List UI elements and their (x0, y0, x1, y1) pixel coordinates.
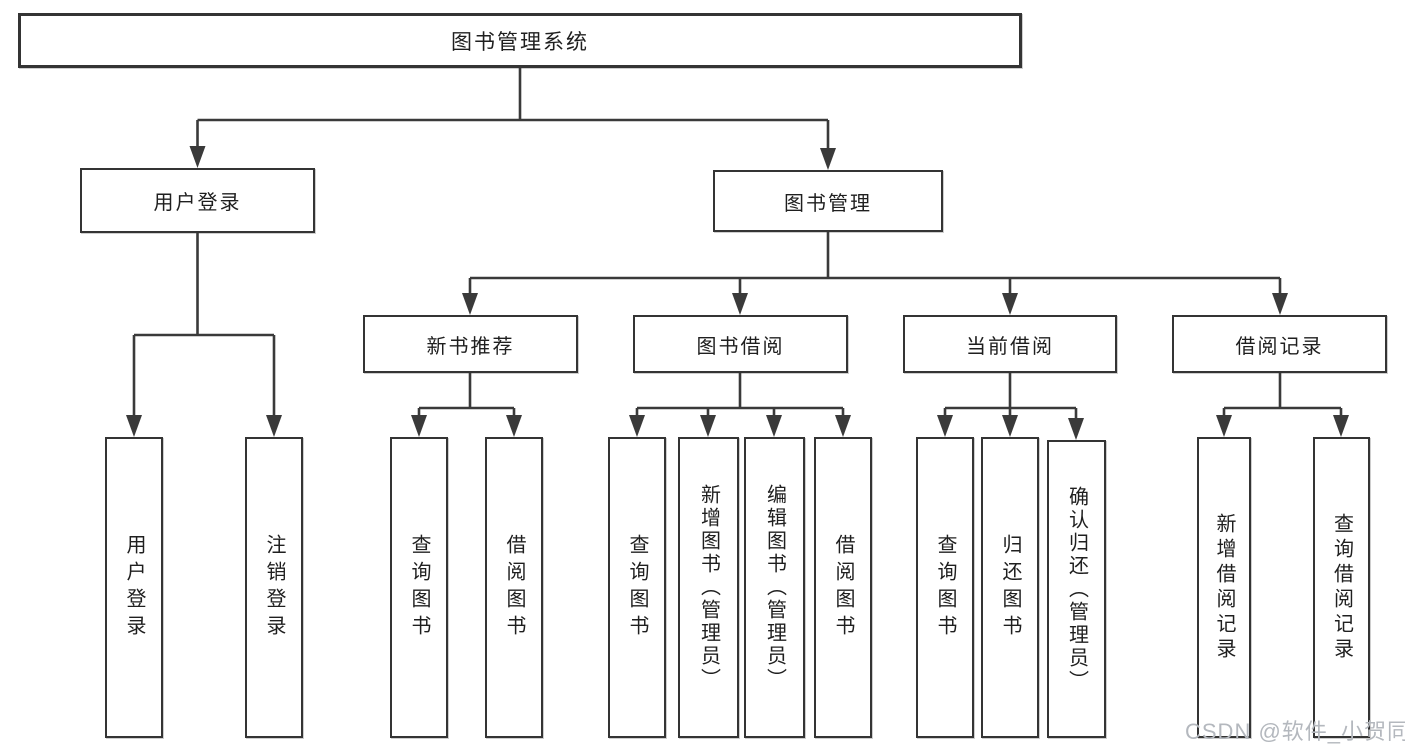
connector-newbooks-to-leaves (411, 373, 522, 437)
csdn-watermark: CSDN @软件_小贺同学 (1185, 719, 1405, 744)
leaf-query-books-current: 查询图书 (916, 437, 974, 738)
connector-current-to-leaves (937, 373, 1084, 440)
node-user-login-branch: 用户登录 (80, 168, 315, 233)
node-borrowing-records: 借阅记录 (1172, 315, 1387, 373)
leaf-add-borrow-record: 新增借阅记录 (1197, 437, 1251, 738)
connector-userlogin-to-leaves (126, 233, 282, 437)
leaf-edit-books-admin: 编辑图书（管理员） (744, 437, 805, 738)
leaf-query-books-recommend: 查询图书 (390, 437, 448, 738)
leaf-query-borrow-record: 查询借阅记录 (1313, 437, 1370, 738)
leaf-confirm-return-admin: 确认归还（管理员） (1047, 440, 1106, 738)
connector-borrowing-to-leaves (629, 373, 851, 437)
node-library-management-system: 图书管理系统 (18, 13, 1022, 68)
connector-bookmgmt-to-level3 (462, 232, 1288, 315)
node-book-management-branch: 图书管理 (713, 170, 943, 232)
connector-records-to-leaves (1216, 373, 1349, 437)
node-new-book-recommend: 新书推荐 (363, 315, 578, 373)
leaf-borrow-books-recommend: 借阅图书 (485, 437, 543, 738)
leaf-borrow-books-borrowing: 借阅图书 (814, 437, 872, 738)
node-current-borrowing: 当前借阅 (903, 315, 1117, 373)
leaf-logout: 注销登录 (245, 437, 303, 738)
leaf-query-books-borrowing: 查询图书 (608, 437, 666, 738)
leaf-user-login: 用户登录 (105, 437, 163, 738)
connector-root-to-level2 (189, 68, 836, 170)
leaf-return-books: 归还图书 (981, 437, 1039, 738)
leaf-add-books-admin: 新增图书（管理员） (678, 437, 739, 738)
node-book-borrowing: 图书借阅 (633, 315, 848, 373)
